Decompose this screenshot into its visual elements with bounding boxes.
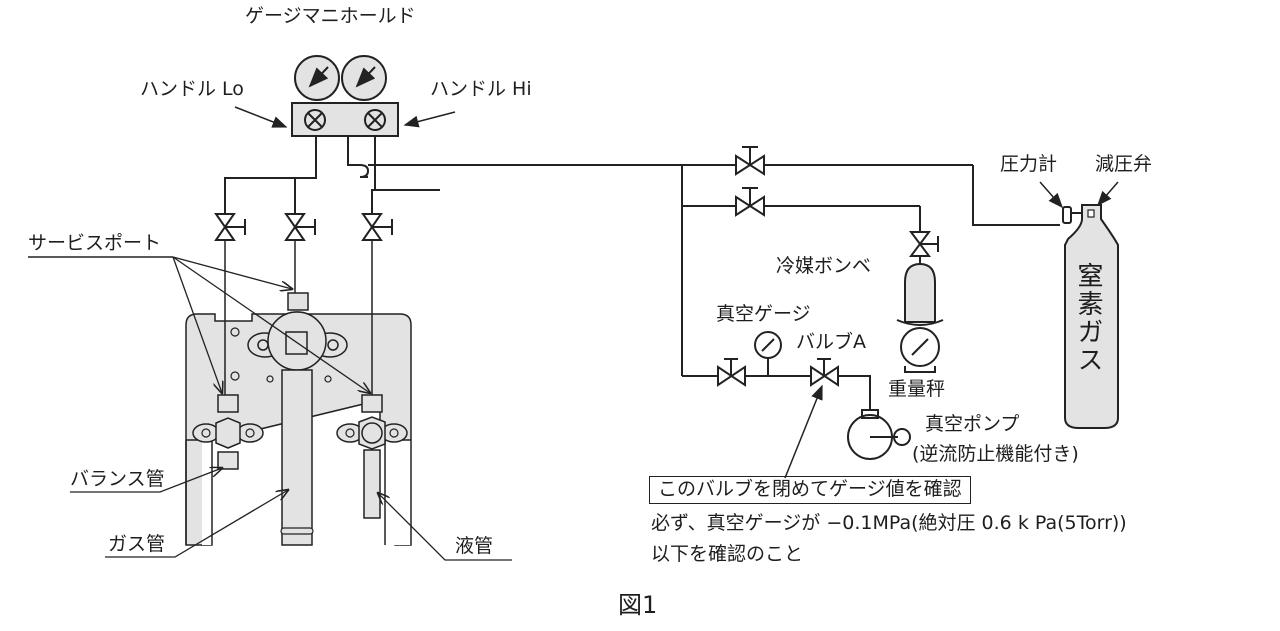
pressure-gauge-icon	[1062, 206, 1072, 224]
service-port-label: サービスポート	[28, 232, 162, 254]
pressure-gauge-label: 圧力計	[1000, 153, 1058, 175]
note-line-2: 以下を確認のこと	[651, 543, 804, 565]
gauge-manifold	[291, 55, 399, 137]
handle-lo-label: ハンドル Lo	[140, 78, 244, 100]
manifold-body	[291, 102, 399, 137]
nitrogen-cylinder	[1062, 204, 1119, 429]
gas-pipe-label: ガス管	[108, 533, 166, 555]
unit-valve-3	[361, 213, 393, 241]
nitrogen-gas-label: 窒素ガス	[1073, 262, 1103, 374]
valve-refrigerant-line	[735, 187, 765, 217]
valve-a-label: バルブA	[796, 331, 866, 353]
note-line-1: 必ず、真空ゲージが −0.1MPa(絶対圧 0.6 k Pa(5Torr))	[651, 512, 1127, 534]
handle-lo-icon	[304, 109, 326, 131]
instruction-box: このバルブを閉めてゲージ値を確認	[649, 476, 971, 504]
valve-vacuum-gauge	[717, 358, 746, 387]
vacuum-pump-label: 真空ポンプ	[925, 413, 1020, 435]
figure-caption: 図1	[618, 591, 658, 619]
refrigerant-cylinder-icon	[904, 262, 936, 323]
unit-valve-1	[214, 213, 246, 241]
valve-a	[810, 358, 839, 387]
balance-pipe-label: バランス管	[70, 468, 165, 490]
valve-nitrogen	[735, 146, 765, 176]
vacuum-gauge-icon	[754, 331, 782, 359]
weighing-scale-label: 重量秤	[888, 378, 946, 400]
unit-valve-2	[284, 213, 316, 241]
vacuum-pump-note: (逆流防止機能付き)	[912, 443, 1079, 465]
outdoor-unit	[185, 292, 412, 546]
handle-hi-icon	[364, 109, 386, 131]
vacuum-gauge-label: 真空ゲージ	[716, 303, 811, 325]
liquid-pipe-label: 液管	[455, 535, 494, 557]
refrigerant-cylinder-label: 冷媒ボンベ	[776, 255, 872, 277]
handle-hi-label: ハンドル Hi	[430, 78, 532, 100]
weighing-scale-icon	[900, 327, 940, 367]
valve-refrigerant-cylinder	[909, 231, 939, 257]
reducing-valve-label: 減圧弁	[1095, 153, 1153, 175]
gauge-manifold-label: ゲージマニホールド	[245, 5, 416, 27]
